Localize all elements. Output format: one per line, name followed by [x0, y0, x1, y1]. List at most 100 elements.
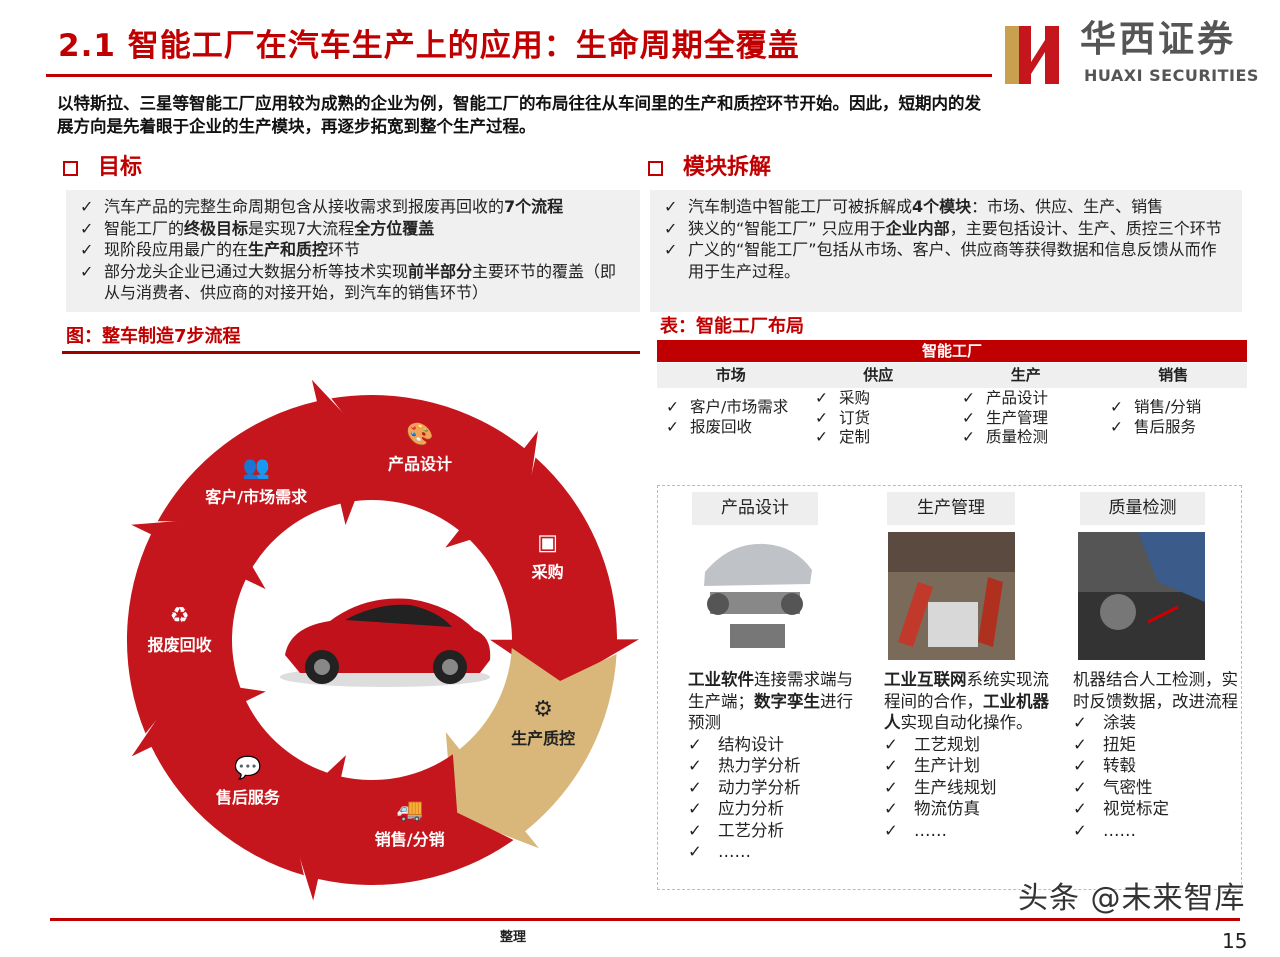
table-col-items: ✓ 客户/市场需求 ✓报废回收	[666, 398, 788, 437]
table-col-items: ✓销售/分销✓售后服务	[1110, 398, 1201, 437]
process-arrow-segment	[331, 394, 538, 548]
detail-header: 质量检测	[1080, 492, 1205, 525]
process-step-label: 销售/分销	[375, 830, 445, 849]
modules-heading-text: 模块拆解	[683, 155, 772, 180]
checklist-item: ✓报废回收	[666, 418, 788, 438]
text-segment: 主要环节的覆盖（即从与消费者、供应商的对接开始，到汽车的销售环节）	[104, 261, 617, 303]
check-icon: ✓	[666, 417, 679, 436]
table-col-header: 生产	[1010, 366, 1041, 384]
table-col-items: ✓采购✓订货✓定制	[815, 389, 870, 448]
check-icon: ✓	[815, 408, 828, 427]
recycle-icon: ♻	[170, 604, 190, 629]
table-caption: 表：智能工厂布局	[660, 316, 804, 337]
boxes-icon: ▣	[537, 530, 558, 555]
checklist-item: ✓涂装	[1073, 712, 1238, 734]
check-icon: ✓	[1073, 734, 1087, 754]
checklist-text: 质量检测	[986, 428, 1049, 446]
factory-robots-image	[888, 532, 1015, 660]
logo-english-name: HUAXI SECURITIES	[1084, 66, 1259, 85]
intro-paragraph: 以特斯拉、三星等智能工厂应用较为成熟的企业为例，智能工厂的布局往往从车间里的生产…	[57, 94, 981, 136]
process-arrow-segment	[285, 754, 514, 901]
checklist-text: ……	[718, 842, 751, 861]
text-segment: 7个流程	[504, 197, 564, 216]
checklist-text: 工艺规划	[914, 734, 980, 754]
checklist-text: 汽车制造中智能工厂可被拆解成4个模块：市场、供应、生产、销售	[688, 196, 1163, 218]
text-segment: 连接需求端与生产端；	[688, 670, 853, 711]
title-divider	[46, 74, 992, 77]
check-icon: ✓	[664, 240, 678, 259]
checklist-text: 热力学分析	[718, 756, 801, 775]
checklist-text: 智能工厂的终极目标是实现7大流程全方位覆盖	[104, 218, 434, 240]
checklist-item: ✓ 广义的“智能工厂”包括从市场、客户、供应商等获得数据和信息反馈从而作用于生产过…	[664, 239, 1232, 282]
detail-header: 产品设计	[692, 492, 818, 525]
text-segment: 汽车产品的完整生命周期包含从接收需求到报废再回收的	[104, 197, 505, 216]
text-segment: 广义的“智能工厂”包括从市场、客户、供应商等获得数据和信息反馈从而作用于生产过程…	[688, 240, 1217, 281]
check-icon: ✓	[884, 820, 898, 840]
checklist-text: 工艺分析	[718, 820, 784, 840]
check-icon: ✓	[688, 799, 702, 818]
car-image	[280, 598, 491, 687]
detail-description: 工业互联网系统实现流程间的合作，工业机器人实现自动化操作。	[884, 669, 1049, 734]
check-icon: ✓	[1073, 799, 1087, 818]
process-step-label: 报废回收	[148, 636, 212, 655]
check-icon: ✓	[688, 842, 702, 861]
checklist-item: ✓ 结构设计	[688, 734, 853, 756]
checklist-text: 扭矩	[1103, 734, 1136, 754]
text-segment: 全方位覆盖	[354, 218, 435, 238]
text-segment: ：市场、供应、生产、销售	[971, 197, 1164, 216]
check-icon: ✓	[688, 734, 702, 754]
checklist-text: 部分龙头企业已通过大数据分析等技术实现前半部分主要环节的覆盖（即从与消费者、供应…	[104, 261, 630, 304]
checklist-item: ✓物流仿真	[884, 798, 1049, 820]
checklist-item: ✓ 客户/市场需求	[666, 398, 788, 418]
check-icon: ✓	[666, 398, 679, 416]
check-icon: ✓	[1110, 417, 1123, 436]
check-icon: ✓	[688, 820, 702, 840]
process-step-label: 售后服务	[216, 788, 281, 807]
details-panel	[657, 485, 1242, 890]
checklist-text: 视觉标定	[1103, 799, 1169, 818]
text-segment: 工业机器人	[884, 691, 1049, 733]
checklist-text: 订货	[839, 408, 871, 427]
check-icon: ✓	[884, 777, 898, 797]
table-header-row: 市场 供应 生产 销售	[657, 363, 1247, 388]
text-segment: 环节	[328, 240, 361, 259]
checklist-text: 生产管理	[986, 408, 1049, 427]
checklist-item: ✓应力分析	[688, 798, 853, 820]
process-arrow-segment	[465, 457, 639, 687]
goals-heading: 目标	[63, 154, 142, 182]
process-step-label: 产品设计	[388, 455, 452, 474]
checklist-item: ✓……	[884, 820, 1049, 842]
process-arrow-segment	[157, 379, 376, 573]
checklist-text: 客户/市场需求	[690, 398, 789, 416]
checklist-text: 结构设计	[718, 734, 784, 754]
check-icon: ✓	[815, 428, 828, 446]
check-icon: ✓	[962, 389, 975, 407]
truck-icon: 🚚	[396, 798, 423, 823]
text-segment: 现阶段应用最广的在	[104, 240, 249, 259]
check-icon: ✓	[80, 240, 94, 259]
checklist-item: ✓ 扭矩	[1073, 734, 1238, 756]
checklist-text: 转毂	[1103, 756, 1136, 775]
checklist-text: ……	[1103, 820, 1136, 840]
checklist-item: ✓ 生产管理	[962, 409, 1048, 429]
check-icon: ✓	[664, 218, 678, 238]
modules-heading: 模块拆解	[648, 154, 771, 182]
text-segment: 终极目标	[184, 218, 249, 238]
figure-caption: 图：整车制造7步流程	[66, 326, 241, 347]
check-icon: ✓	[80, 261, 94, 281]
checklist-text: 产品设计	[986, 389, 1049, 407]
detail-column: 机器结合人工检测，实时反馈数据，改进流程✓涂装✓扭矩✓转毂✓气密性✓视觉标定✓……	[1073, 669, 1238, 841]
checklist-item: ✓销售/分销	[1110, 398, 1201, 418]
text-segment: 是实现7大流程	[248, 218, 355, 238]
goals-list: ✓汽车产品的完整生命周期包含从接收需求到报废再回收的7个流程✓智能工厂的终极目标…	[66, 190, 640, 312]
checklist-text: 生产计划	[914, 756, 980, 775]
watermark: 头条 @未来智库	[1018, 881, 1246, 916]
checklist-text: 物流仿真	[914, 799, 980, 818]
checklist-item: ✓智能工厂的终极目标是实现7大流程全方位覆盖	[80, 218, 630, 240]
check-icon: ✓	[962, 408, 975, 427]
footer-divider	[50, 918, 1240, 921]
text-segment: 工业软件	[688, 670, 754, 689]
text-segment: 机器结合人工检测，实时反馈数据，改进流程	[1073, 670, 1238, 711]
checklist-item: ✓气密性	[1073, 777, 1238, 799]
checklist-item: ✓ 工艺分析	[688, 820, 853, 842]
